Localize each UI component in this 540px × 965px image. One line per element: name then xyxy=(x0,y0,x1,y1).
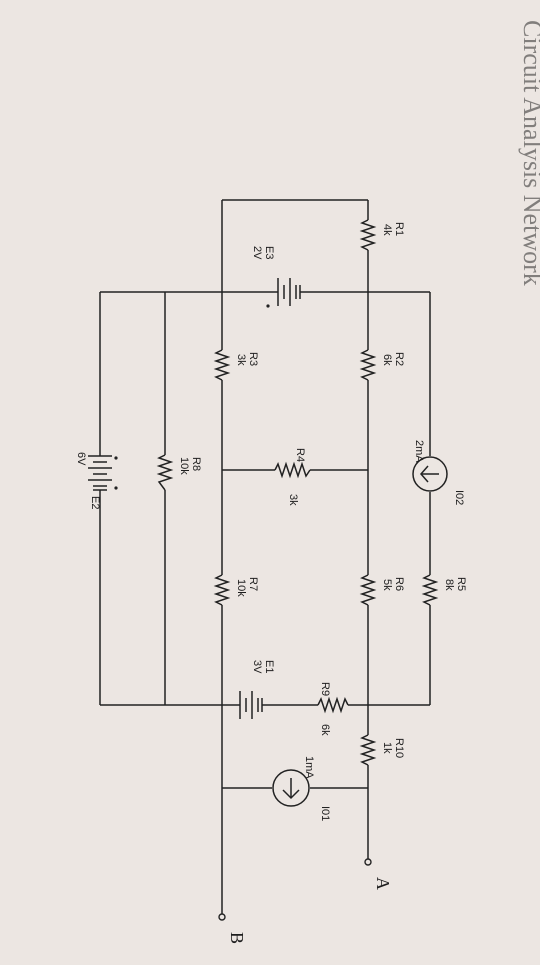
label-r7-value: 10k xyxy=(235,579,247,597)
label-r9-name: R9 xyxy=(319,682,331,696)
label-r6-name: R6 xyxy=(393,577,405,591)
terminal-a-node xyxy=(364,858,372,866)
terminal-b-node xyxy=(218,913,226,921)
label-r4-name: R4 xyxy=(294,448,306,462)
resistor-r6 xyxy=(359,574,377,606)
label-r2-name: R2 xyxy=(393,352,405,366)
label-r8-name: R8 xyxy=(190,457,202,471)
resistor-r2 xyxy=(359,349,377,381)
current-source-i02 xyxy=(412,456,448,492)
resistor-r8 xyxy=(156,454,174,491)
wires xyxy=(99,199,431,915)
label-r5-value: 8k xyxy=(443,579,455,591)
page-header: Circuit Analysis Network xyxy=(518,20,540,286)
label-e1-name: E1 xyxy=(263,660,275,673)
batteries xyxy=(88,278,301,719)
label-r8-value: 10k xyxy=(178,457,190,475)
label-r1-value: 4k xyxy=(381,224,393,236)
label-r3-name: R3 xyxy=(247,352,259,366)
terminal-a-label: A xyxy=(373,877,393,890)
label-r1-name: R1 xyxy=(393,222,405,236)
label-r3-value: 3k xyxy=(235,354,247,366)
label-e1-value: 3V xyxy=(251,660,263,674)
terminal-b-label: B xyxy=(227,932,247,944)
label-r5-name: R5 xyxy=(455,577,467,591)
resistor-r1 xyxy=(359,219,377,251)
labels: R1 4k R2 6k R3 3k R4 3k R5 8k R6 5k R7 1… xyxy=(75,222,467,944)
label-r2-value: 6k xyxy=(381,354,393,366)
label-i01-value: 1mA xyxy=(303,756,315,779)
label-e2-value: 6V xyxy=(75,452,87,466)
label-e3-value: 2V xyxy=(251,246,263,260)
label-r4-value: 3k xyxy=(287,494,299,506)
resistor-r4 xyxy=(274,461,311,479)
label-i02-value: 2mA xyxy=(413,440,425,463)
resistor-r5 xyxy=(421,574,439,606)
label-r10-name: R10 xyxy=(393,738,405,758)
label-e2-name: E2 xyxy=(89,496,101,509)
label-r9-value: 6k xyxy=(319,724,331,736)
terminals xyxy=(218,858,372,921)
resistor-r10 xyxy=(359,734,377,766)
label-r10-value: 1k xyxy=(381,742,393,754)
label-r7-name: R7 xyxy=(247,577,259,591)
current-source-i01 xyxy=(272,769,310,807)
resistors xyxy=(156,219,439,766)
resistor-r3 xyxy=(213,349,231,381)
label-i01-name: I01 xyxy=(319,806,331,821)
current-sources xyxy=(272,456,448,807)
battery-e1 xyxy=(239,691,263,719)
resistor-r7 xyxy=(213,574,231,606)
battery-e2 xyxy=(88,455,118,491)
battery-e3 xyxy=(266,278,301,308)
label-r6-value: 5k xyxy=(381,579,393,591)
label-e3-name: E3 xyxy=(263,246,275,259)
label-i02-name: I02 xyxy=(453,490,465,505)
resistor-r9 xyxy=(317,696,349,714)
header-text: Circuit Analysis Network xyxy=(518,20,540,286)
